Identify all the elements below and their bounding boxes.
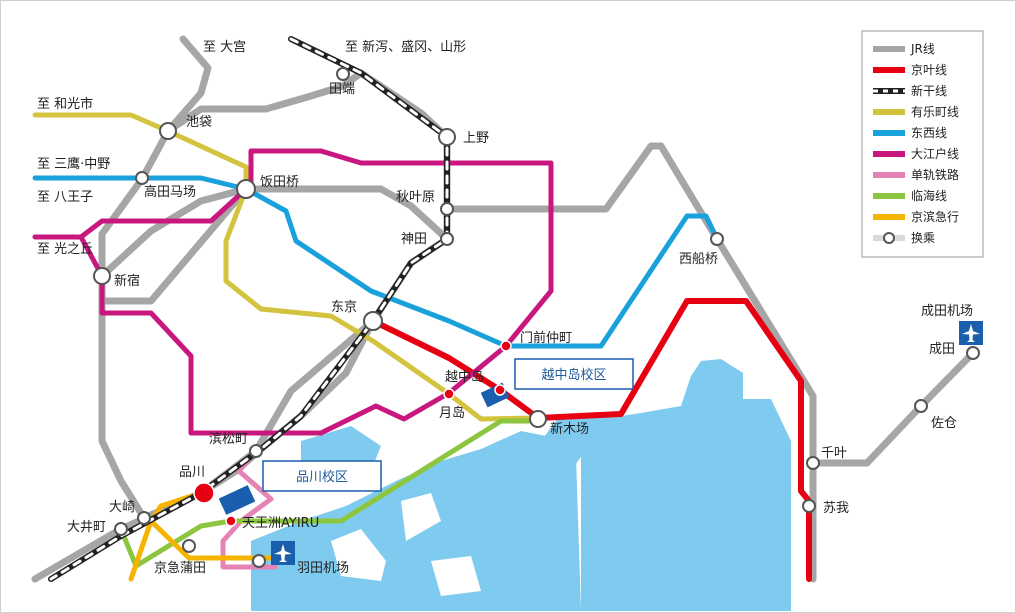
station-marker-haneda[interactable]: [252, 554, 266, 568]
legend-label: 大江户线: [911, 146, 959, 161]
direction-hikarigaoka: 至 光之丘: [37, 242, 93, 257]
legend-label: 新干线: [911, 83, 947, 98]
station-label-tokyo: 东京: [331, 300, 357, 315]
station-marker-narita[interactable]: [966, 346, 980, 360]
station-label-ueno: 上野: [463, 131, 489, 146]
station-label-shinjuku: 新宿: [114, 273, 140, 289]
station-marker-tokyo[interactable]: [363, 311, 383, 331]
legend-label: 换乘: [911, 231, 935, 245]
station-label-oimachi: 大井町: [67, 520, 106, 535]
legend-item: 京叶线: [873, 63, 947, 77]
direction-niigata: 至 新泻、盛冈、山形: [345, 39, 466, 55]
station-label-etchujima: 越中岛: [445, 369, 484, 385]
jr-chuo-line: [98, 185, 451, 280]
station-marker-monzennakacho[interactable]: [500, 340, 512, 352]
station-marker-ikebukuro[interactable]: [159, 122, 177, 140]
direction-mitaka: 至 三鹰·中野: [37, 156, 110, 172]
station-marker-nishifunabashi[interactable]: [710, 232, 724, 246]
station-label-chiba: 千叶: [821, 446, 847, 461]
keiyo-line: [370, 298, 812, 582]
transfer-marker-icon: [883, 232, 895, 244]
station-marker-kanda[interactable]: [440, 232, 454, 246]
station-label-tennozu: 天王洲AYIRU: [242, 516, 319, 531]
direction-hachioji: 至 八王子: [37, 190, 93, 205]
direction-omiya: 至 大宫: [203, 40, 246, 55]
station-label-akihabara: 秋叶原: [396, 190, 435, 205]
station-label-kanda: 神田: [401, 232, 427, 247]
legend-item: JR线: [873, 42, 935, 56]
legend-item: 换乘: [873, 231, 935, 245]
legend-label: 京叶线: [911, 63, 947, 77]
oedo-line: [32, 148, 554, 436]
etchujima-campus-box[interactable]: [514, 358, 634, 390]
legend-label: 单轨铁路: [911, 167, 959, 182]
station-label-keikyukamata: 京急蒲田: [154, 561, 206, 576]
station-marker-shinkiba[interactable]: [529, 410, 547, 428]
station-marker-iidabashi[interactable]: [236, 179, 256, 199]
station-marker-ueno[interactable]: [438, 128, 456, 146]
station-label-shinagawa: 品川: [179, 465, 205, 480]
jr-narita-line: [809, 349, 977, 467]
station-label-monzennakacho: 门前仲町: [520, 330, 572, 346]
jr-yamanote-line: [98, 35, 451, 522]
shinagawa-campus-label: 品川校区: [296, 469, 348, 485]
station-marker-shinjuku[interactable]: [93, 267, 111, 285]
legend-item: 新干线: [873, 83, 947, 98]
tozai-line: [32, 175, 720, 349]
station-marker-tennozu[interactable]: [225, 515, 237, 527]
station-label-narita-airport: 成田机场: [921, 304, 973, 319]
airplane-icon: [271, 541, 295, 565]
station-label-nishifunabashi: 西船桥: [679, 252, 718, 267]
legend-item: 京滨急行: [873, 209, 959, 224]
station-label-iidabashi: 饭田桥: [260, 175, 299, 190]
legend-label: 有乐町线: [911, 105, 959, 119]
station-label-sakura: 佐仓: [931, 416, 957, 431]
station-label-takadanobaba: 高田马场: [144, 184, 196, 200]
station-label-tabata: 田端: [329, 82, 355, 97]
shinagawa-campus-marker: [218, 485, 256, 515]
station-label-shinkiba: 新木场: [550, 421, 589, 437]
station-label-haneda: 羽田机场: [297, 561, 349, 576]
etchujima-campus-label: 越中岛校区: [541, 367, 606, 383]
legend-item: 有乐町线: [873, 105, 959, 119]
tokyo-bay: [251, 359, 791, 611]
station-marker-osaki[interactable]: [137, 511, 151, 525]
jr-sobu-line: [443, 142, 817, 583]
station-marker-hamamatsucho[interactable]: [249, 444, 263, 458]
jr-keiyo-gray: [98, 185, 250, 305]
direction-wakoshi: 至 和光市: [37, 96, 93, 112]
station-label-narita: 成田: [929, 342, 955, 357]
station-marker-oimachi[interactable]: [114, 522, 128, 536]
oedo-line-west: [78, 186, 249, 240]
legend-item: 东西线: [873, 126, 947, 140]
station-marker-shinagawa[interactable]: [193, 482, 215, 504]
station-marker-akihabara[interactable]: [440, 202, 454, 216]
station-label-hamamatsucho: 滨松町: [209, 431, 248, 447]
station-label-osaki: 大崎: [109, 500, 135, 515]
station-marker-etchujima[interactable]: [494, 384, 506, 396]
legend-label: JR线: [910, 42, 935, 56]
etchujima-campus-marker: [480, 382, 510, 408]
station-marker-keikyukamata[interactable]: [182, 539, 196, 553]
station-marker-soga[interactable]: [802, 499, 816, 513]
station-marker-takadanobaba[interactable]: [135, 171, 149, 185]
shinagawa-campus-box[interactable]: [262, 460, 382, 492]
station-marker-chiba[interactable]: [806, 456, 820, 470]
legend-item: 大江户线: [873, 146, 959, 161]
legend-label: 临海线: [911, 188, 947, 203]
legend-item: 临海线: [873, 188, 947, 203]
station-marker-tabata[interactable]: [336, 67, 350, 81]
station-marker-sakura[interactable]: [914, 399, 928, 413]
legend-label: 东西线: [911, 126, 947, 140]
station-marker-tsukishima[interactable]: [443, 388, 455, 400]
legend-label: 京滨急行: [911, 209, 959, 224]
airplane-icon: [959, 321, 983, 345]
station-label-soga: 苏我: [823, 500, 849, 516]
station-label-tsukishima: 月岛: [439, 405, 465, 421]
station-label-ikebukuro: 池袋: [186, 115, 212, 130]
legend-item: 单轨铁路: [873, 167, 959, 182]
